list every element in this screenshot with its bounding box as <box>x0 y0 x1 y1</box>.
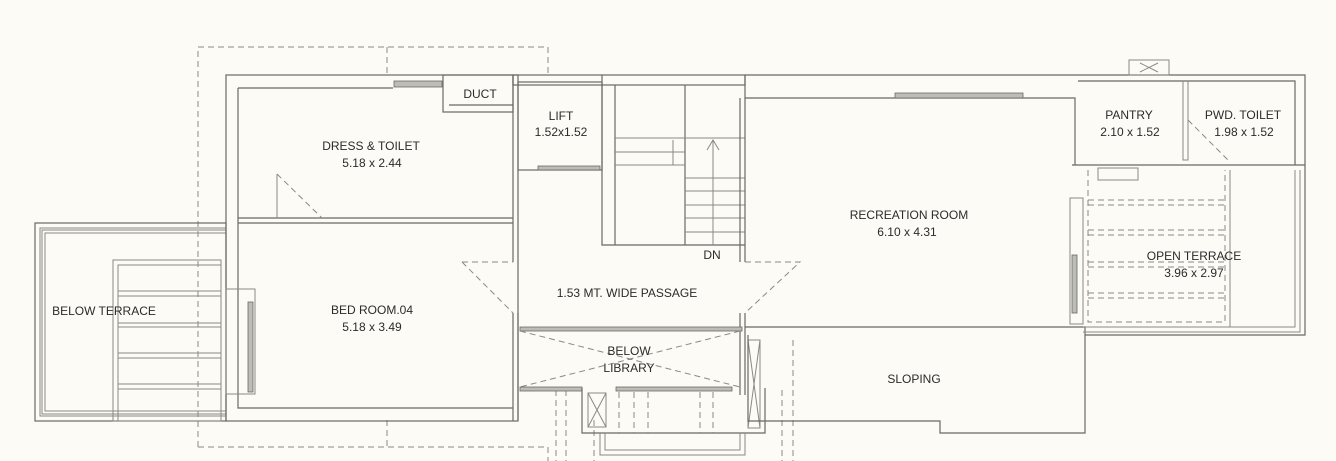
lift-label: LIFT <box>549 109 574 123</box>
pwd-toilet-size: 1.98 x 1.52 <box>1214 125 1274 139</box>
bed-room-label: BED ROOM.04 <box>331 303 413 317</box>
pantry-size: 2.10 x 1.52 <box>1100 125 1160 139</box>
recreation-size: 6.10 x 4.31 <box>877 225 937 239</box>
right-block <box>1072 59 1305 333</box>
below-terrace <box>34 222 227 422</box>
bedroom-block <box>225 74 519 422</box>
dress-toilet-label: DRESS & TOILET <box>322 139 420 153</box>
stair-dn-label: DN <box>703 248 720 262</box>
below-library <box>519 330 766 456</box>
sloping-label: SLOPING <box>887 372 940 386</box>
below-terrace-label: BELOW TERRACE <box>52 304 156 318</box>
pantry-label: PANTRY <box>1105 108 1153 122</box>
room-labels: DUCT DRESS & TOILET 5.18 x 2.44 BED ROOM… <box>52 87 1282 386</box>
passage <box>517 261 802 420</box>
lift-stair-core <box>512 74 746 262</box>
open-terrace-label: OPEN TERRACE <box>1147 249 1241 263</box>
projection-outline <box>197 46 794 461</box>
below-library-line2: LIBRARY <box>603 361 654 375</box>
bed-room-size: 5.18 x 3.49 <box>342 320 402 334</box>
pwd-toilet-label: PWD. TOILET <box>1205 108 1282 122</box>
open-terrace-size: 3.96 x 2.97 <box>1164 266 1224 280</box>
below-library-line1: BELOW <box>607 344 651 358</box>
recreation-label: RECREATION ROOM <box>850 208 968 222</box>
passage-label: 1.53 MT. WIDE PASSAGE <box>557 286 697 300</box>
dress-toilet-size: 5.18 x 2.44 <box>342 156 402 170</box>
lift-size: 1.52x1.52 <box>535 125 588 139</box>
duct-label: DUCT <box>463 87 497 101</box>
